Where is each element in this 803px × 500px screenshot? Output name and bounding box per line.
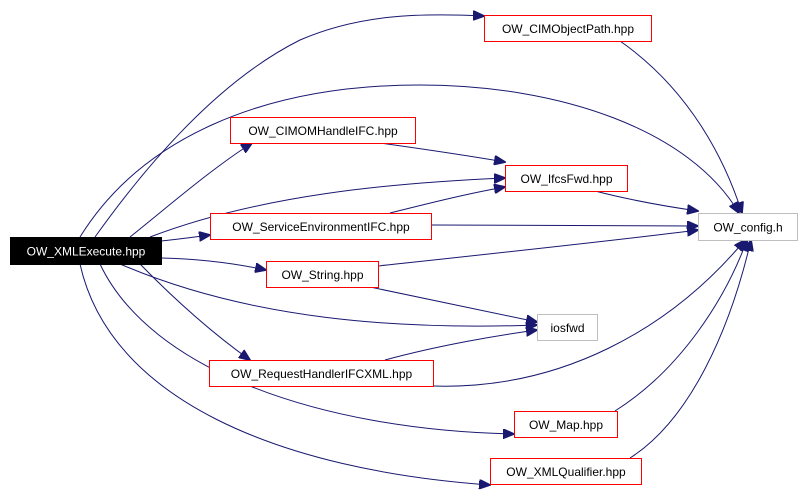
- node-iosfwd: iosfwd: [537, 314, 598, 341]
- node-box-config: [698, 213, 798, 241]
- node-label-ifcsfwd: OW_IfcsFwd.hpp: [520, 172, 612, 186]
- nodes-layer: OW_XMLExecute.hpp OW_CIMObjectPath.hppOW_…: [10, 15, 798, 485]
- edge-string-to-config: [377, 230, 698, 267]
- node-string[interactable]: OW_String.hpp: [266, 261, 379, 288]
- edge-root-to-cimomhandleifc: [129, 143, 252, 238]
- node-label-cimomhandleifc: OW_CIMOMHandleIFC.hpp: [248, 124, 398, 138]
- node-requesthandlerifcxml[interactable]: OW_RequestHandlerIFCXML.hpp: [209, 360, 434, 387]
- node-box-iosfwd: [537, 314, 598, 341]
- edge-serviceenvironmentifc-to-config: [430, 225, 698, 226]
- node-label-iosfwd: iosfwd: [550, 321, 584, 335]
- node-box-map: [514, 411, 618, 438]
- edge-root-to-requesthandlerifcxml: [139, 263, 250, 360]
- node-cimomhandleifc[interactable]: OW_CIMOMHandleIFC.hpp: [230, 117, 416, 144]
- node-label-config: OW_config.h: [713, 221, 782, 235]
- node-label-root: OW_XMLExecute.hpp: [27, 245, 146, 259]
- node-label-string: OW_String.hpp: [281, 268, 363, 282]
- node-box-requesthandlerifcxml: [209, 360, 434, 387]
- edge-root-to-ifcsfwd: [149, 178, 505, 238]
- node-label-serviceenvironmentifc: OW_ServiceEnvironmentIFC.hpp: [232, 220, 410, 234]
- node-box-root: [10, 237, 162, 265]
- edge-xmlqualifier-to-config: [629, 240, 751, 459]
- edge-cimobjectpath-to-config: [619, 40, 742, 213]
- node-box-cimobjectpath: [484, 15, 652, 42]
- edge-string-to-iosfwd: [369, 286, 537, 322]
- node-label-requesthandlerifcxml: OW_RequestHandlerIFCXML.hpp: [231, 367, 413, 381]
- edge-root-to-xmlqualifier: [79, 263, 490, 485]
- node-config: OW_config.h: [698, 213, 798, 241]
- edge-serviceenvironmentifc-to-ifcsfwd: [389, 187, 505, 214]
- edge-ifcsfwd-to-config: [594, 190, 698, 211]
- node-map[interactable]: OW_Map.hpp: [514, 411, 618, 438]
- edge-requesthandlerifcxml-to-iosfwd: [384, 330, 537, 361]
- node-box-string: [266, 261, 379, 288]
- node-cimobjectpath[interactable]: OW_CIMObjectPath.hpp: [484, 15, 652, 42]
- edges-layer: [79, 15, 751, 485]
- edge-root-to-cimobjectpath: [94, 15, 484, 238]
- node-serviceenvironmentifc[interactable]: OW_ServiceEnvironmentIFC.hpp: [210, 213, 432, 240]
- edge-root-to-serviceenvironmentifc: [160, 235, 210, 242]
- node-box-ifcsfwd: [505, 165, 628, 192]
- node-box-xmlqualifier: [490, 458, 642, 485]
- edge-requesthandlerifcxml-to-config: [432, 240, 745, 387]
- node-label-xmlqualifier: OW_XMLQualifier.hpp: [506, 465, 626, 479]
- node-label-map: OW_Map.hpp: [529, 418, 603, 432]
- node-root: OW_XMLExecute.hpp: [10, 237, 162, 265]
- edge-root-to-string: [160, 257, 266, 270]
- edge-root-to-config: [79, 84, 739, 238]
- node-xmlqualifier[interactable]: OW_XMLQualifier.hpp: [490, 458, 642, 485]
- node-box-serviceenvironmentifc: [210, 213, 432, 240]
- edge-cimomhandleifc-to-ifcsfwd: [379, 142, 505, 162]
- node-ifcsfwd[interactable]: OW_IfcsFwd.hpp: [505, 165, 628, 192]
- edge-root-to-iosfwd: [119, 263, 537, 326]
- node-box-cimomhandleifc: [230, 117, 416, 144]
- edge-map-to-config: [614, 240, 747, 412]
- edge-root-to-map: [99, 263, 514, 434]
- node-label-cimobjectpath: OW_CIMObjectPath.hpp: [502, 22, 634, 36]
